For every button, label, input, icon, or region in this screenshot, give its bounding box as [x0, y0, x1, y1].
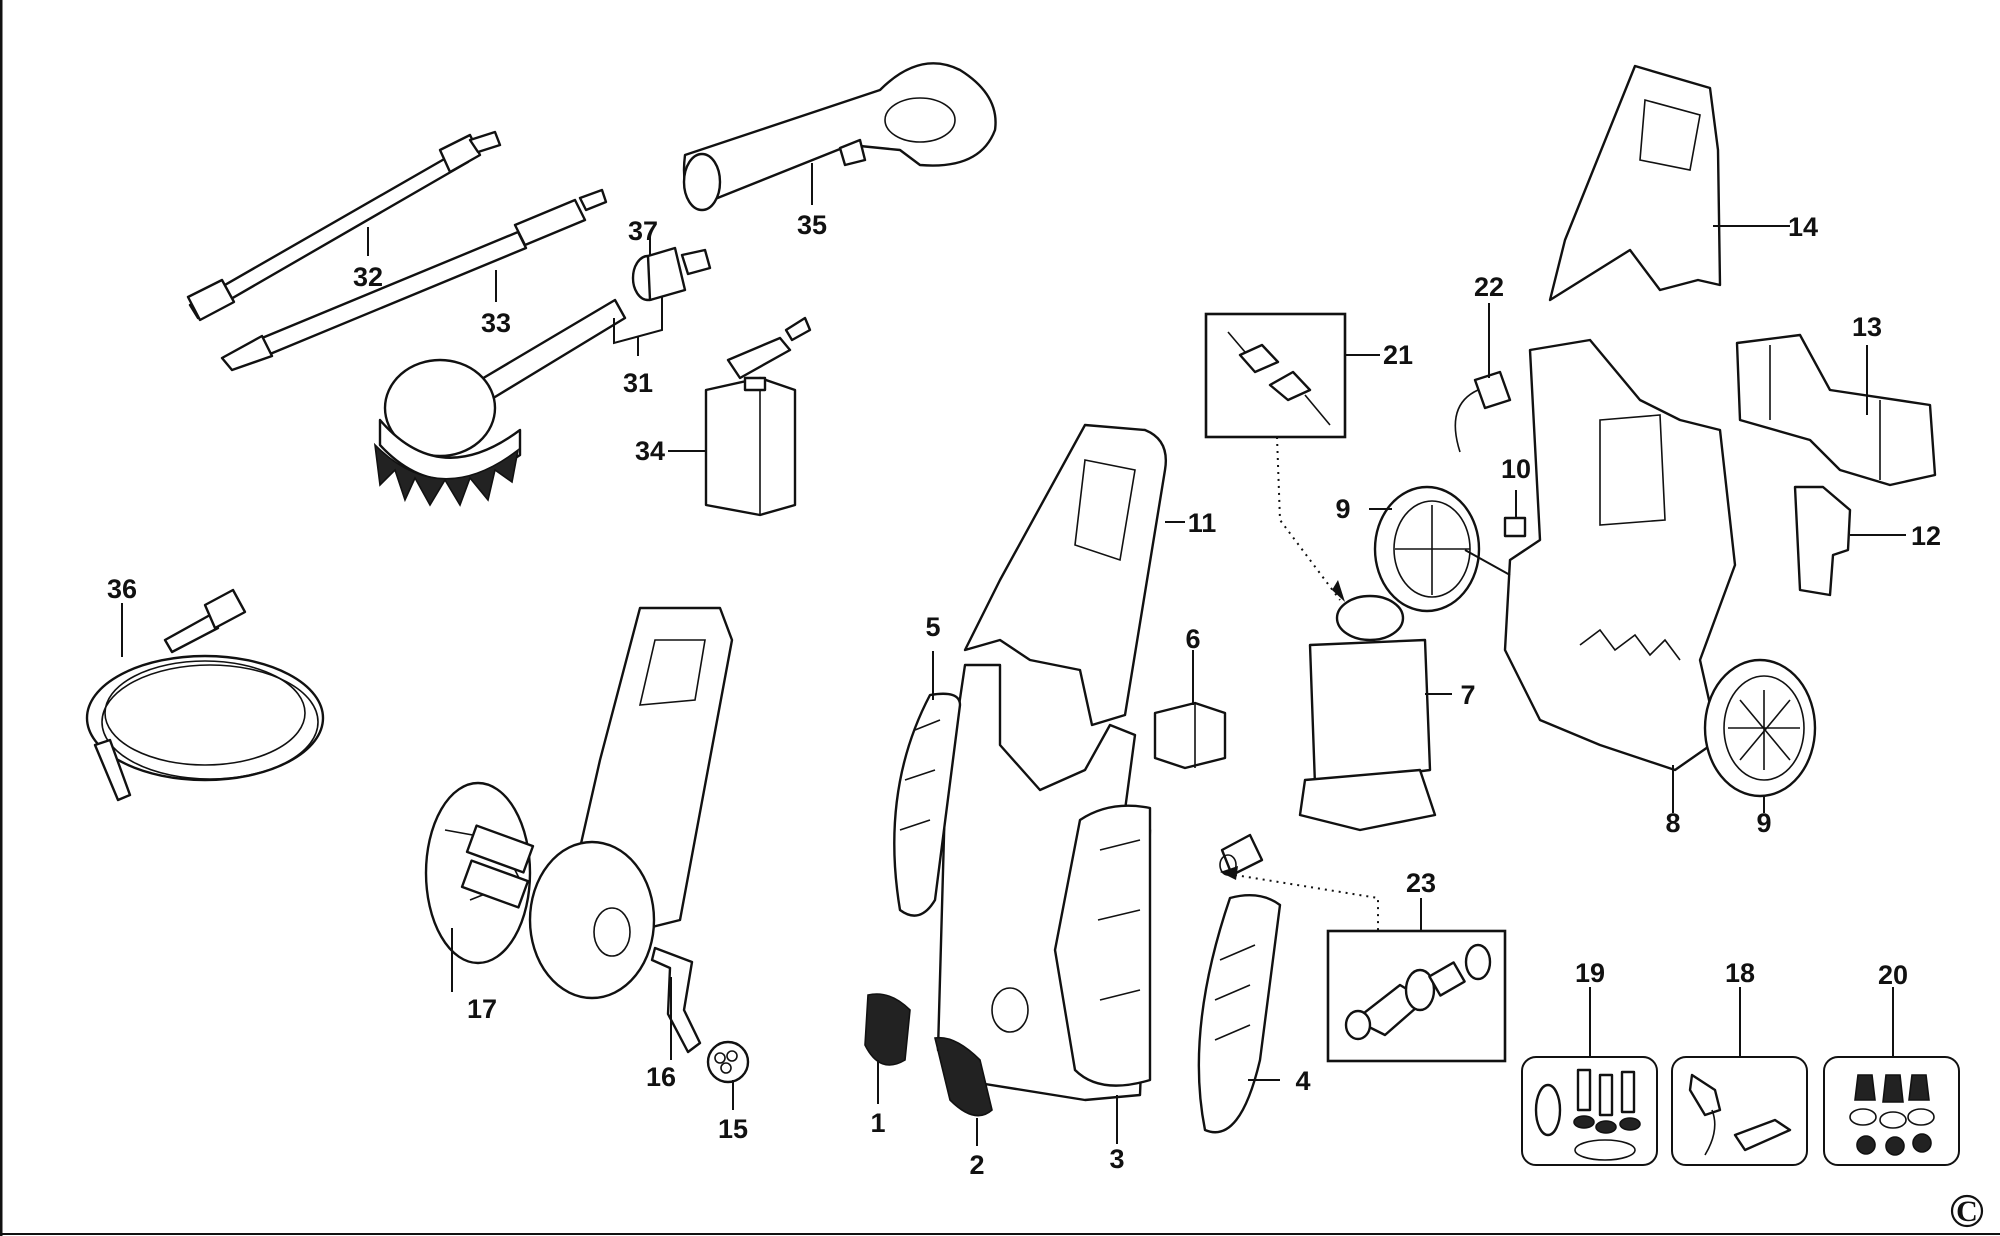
callout-label-36: 36: [107, 574, 137, 604]
part-21-carbon-brushes[interactable]: [1204, 312, 1347, 439]
callout-label-8: 8: [1665, 808, 1680, 838]
part-8-rear-housing[interactable]: [1503, 338, 1737, 772]
callout-label-10: 10: [1501, 454, 1531, 484]
part-23-inlet-connector[interactable]: [1326, 929, 1507, 1063]
callout-label-32: 32: [353, 262, 383, 292]
callout-label-3: 3: [1109, 1144, 1124, 1174]
callout-label-11: 11: [1188, 508, 1217, 538]
callout-label-4: 4: [1295, 1066, 1310, 1096]
callout-label-6: 6: [1185, 624, 1200, 654]
callout-label-9a: 9: [1335, 494, 1350, 524]
copyright-mark: C: [1950, 1194, 1984, 1228]
callout-label-9b: 9: [1756, 808, 1771, 838]
part-11-handle-front[interactable]: [963, 423, 1167, 727]
arrow-21: [1332, 580, 1345, 602]
part-31-rotary-brush[interactable]: [373, 298, 627, 507]
part-32-lance[interactable]: [186, 130, 502, 322]
callout-label-13: 13: [1852, 312, 1882, 342]
callout-label-34: 34: [635, 436, 665, 466]
leader-9-axle: [1464, 549, 1511, 576]
callout-label-31: 31: [623, 368, 653, 398]
callout-label-23: 23: [1406, 868, 1436, 898]
part-34-detergent-bottle[interactable]: [704, 316, 812, 517]
part-33-lance[interactable]: [220, 188, 608, 372]
callout-label-18: 18: [1725, 958, 1755, 988]
part-9-wheel-left[interactable]: [1373, 485, 1481, 613]
part-10-clip[interactable]: [1503, 516, 1527, 538]
part-36-hose[interactable]: [85, 588, 325, 802]
part-17-reel-hub[interactable]: [424, 781, 535, 965]
part-22-cord-clamp[interactable]: [1454, 370, 1512, 453]
part-14-handle-rear[interactable]: [1548, 64, 1722, 302]
part-19-valve-kit[interactable]: [1521, 1056, 1658, 1166]
arrow-23: [1220, 866, 1238, 880]
part-12-nozzle-holder[interactable]: [1793, 485, 1852, 597]
copyright-letter: C: [1956, 1195, 1978, 1228]
part-1-grille[interactable]: [864, 993, 911, 1066]
part-16-crank[interactable]: [650, 946, 702, 1054]
callout-label-15: 15: [718, 1114, 748, 1144]
part-13-accessory-holder[interactable]: [1735, 333, 1937, 487]
callout-label-5: 5: [925, 612, 940, 642]
callout-label-7: 7: [1460, 680, 1475, 710]
callout-label-20: 20: [1878, 960, 1908, 990]
callout-label-37: 37: [628, 216, 658, 246]
callout-label-17: 17: [467, 994, 497, 1024]
callout-label-19: 19: [1575, 958, 1605, 988]
callout-label-12: 12: [1911, 521, 1941, 551]
part-20-seal-kit[interactable]: [1823, 1056, 1960, 1166]
dotted-leader-21: [1276, 436, 1341, 601]
part-5-side-trim[interactable]: [893, 692, 962, 917]
callout-label-35: 35: [797, 210, 827, 240]
part-15-knob[interactable]: [706, 1040, 750, 1084]
part-18-cable-kit[interactable]: [1671, 1056, 1808, 1166]
bracket-31: [613, 296, 663, 345]
part-3-front-housing[interactable]: [936, 663, 1152, 1102]
callout-label-16: 16: [646, 1062, 676, 1092]
callout-label-22: 22: [1474, 272, 1504, 302]
part-9-wheel-right[interactable]: [1703, 658, 1817, 798]
copyright-circle: [1950, 1194, 1984, 1228]
part-reel-frame[interactable]: [528, 606, 734, 1000]
callout-label-2: 2: [969, 1150, 984, 1180]
part-4-side-panel[interactable]: [1197, 894, 1282, 1134]
part-6-switch[interactable]: [1153, 701, 1227, 770]
callout-label-21: 21: [1383, 340, 1413, 370]
part-7-motor-pump[interactable]: [1219, 594, 1437, 877]
callout-label-33: 33: [481, 308, 511, 338]
part-37-adapter[interactable]: [631, 246, 712, 302]
callout-label-1: 1: [870, 1108, 885, 1138]
part-2-grille[interactable]: [934, 1036, 993, 1117]
part-35-trigger-gun[interactable]: [682, 62, 997, 212]
callout-label-14: 14: [1788, 212, 1818, 242]
